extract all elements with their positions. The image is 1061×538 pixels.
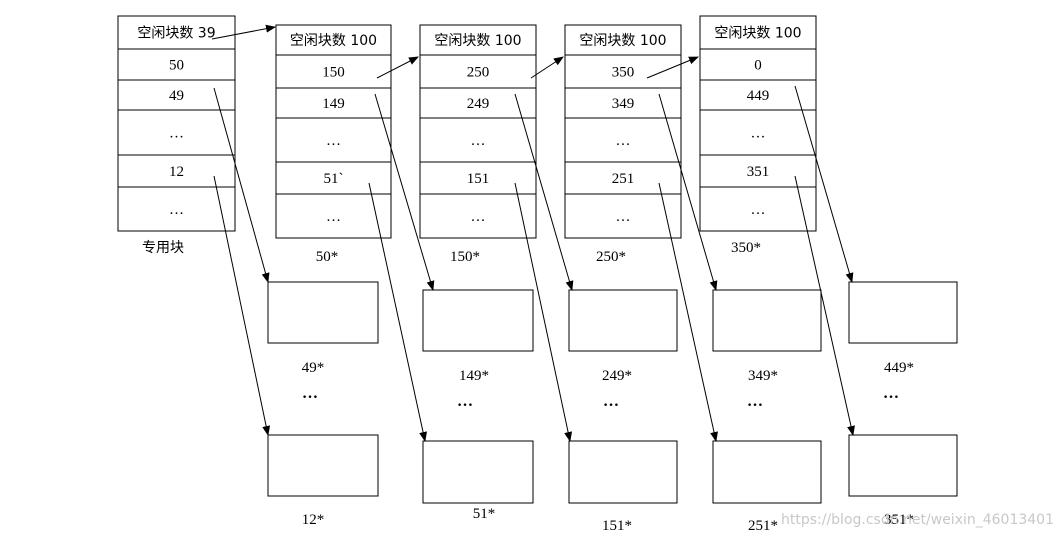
table-cell: 150 [322, 65, 345, 81]
table-cell: … [471, 209, 486, 225]
ellipsis-mark: … [883, 385, 899, 402]
table-cell: 351 [747, 164, 770, 180]
data-block-upper [267, 281, 379, 344]
data-block-label: 351* [884, 512, 914, 528]
table-cell: 50 [169, 58, 184, 74]
data-block-label: 349* [748, 368, 778, 384]
ellipsis-mark: … [747, 393, 763, 410]
table-cell: 449 [747, 88, 770, 104]
data-block-lower [848, 434, 958, 497]
ellipsis-mark: … [302, 385, 318, 402]
data-block-upper [422, 289, 534, 352]
data-block-upper [712, 289, 822, 352]
free-block-table-3: 空闲块数 100 250 249 … 151 … [419, 24, 537, 239]
data-block-lower [267, 434, 379, 497]
free-count-header: 空闲块数 100 [579, 33, 666, 49]
pointer-arrow [514, 93, 574, 291]
pointer-arrow [368, 182, 427, 442]
table-cell: 49 [169, 88, 184, 104]
free-block-table-1: 空闲块数 39 50 49 … 12 … [117, 15, 236, 232]
pointer-arrow [530, 56, 564, 79]
table-cell: 51` [324, 171, 344, 187]
pointer-arrow [374, 93, 435, 291]
data-block-label: 151* [602, 518, 632, 534]
free-count-header: 空闲块数 100 [290, 33, 377, 49]
data-block-label: 149* [459, 368, 489, 384]
data-block-label: 49* [302, 360, 325, 376]
data-block-label: 251* [748, 518, 778, 534]
table-cell: 349 [612, 96, 635, 112]
table-cell: 12 [169, 164, 184, 180]
data-block-label: 449* [884, 360, 914, 376]
data-block-label: 249* [602, 368, 632, 384]
watermark: https://blog.csdn.net/weixin_46013401 [781, 512, 1054, 528]
ellipsis-mark: … [603, 393, 619, 410]
ellipsis-mark: … [457, 393, 473, 410]
data-block-upper [848, 281, 958, 344]
data-block-lower [422, 440, 534, 504]
pointer-arrow [514, 182, 573, 442]
table-cell: 251 [612, 171, 635, 187]
block-number-label: 150* [450, 249, 480, 265]
table-cell: … [616, 209, 631, 225]
table-cell: … [326, 209, 341, 225]
pointer-arrow [646, 56, 699, 79]
table-cell: 350 [612, 65, 635, 81]
block-number-label: 50* [316, 249, 339, 265]
free-block-table-2: 空闲块数 100 150 149 … 51` … [275, 24, 392, 239]
table-cell: … [326, 133, 341, 149]
pointer-arrow [794, 85, 854, 283]
free-block-table-4: 空闲块数 100 350 349 … 251 … [564, 24, 682, 239]
table-cell: … [751, 202, 766, 218]
free-count-header: 空闲块数 39 [137, 26, 215, 42]
table-cell: 0 [754, 58, 762, 74]
table-cell: … [471, 133, 486, 149]
data-block-upper [568, 289, 678, 352]
table-frame [275, 24, 392, 239]
table-cell: … [169, 126, 184, 142]
pointer-arrow [211, 24, 276, 40]
data-block-label: 51* [473, 506, 496, 522]
table-cell: 249 [467, 96, 490, 112]
pointer-arrow [658, 182, 718, 442]
data-block-label: 12* [302, 512, 325, 528]
free-block-table-5: 空闲块数 100 0 449 … 351 … [699, 15, 817, 232]
pointer-arrow [794, 175, 855, 436]
table-frame [117, 15, 236, 232]
table-cell: 250 [467, 65, 490, 81]
table-frame [419, 24, 537, 239]
data-block-lower [712, 440, 822, 504]
data-block-lower [568, 440, 678, 504]
table-frame [699, 15, 817, 232]
table-cell: … [616, 133, 631, 149]
pointer-arrow [376, 56, 419, 79]
pointer-arrow [658, 93, 718, 291]
pointer-arrow [213, 87, 270, 283]
block-number-label: 250* [596, 249, 626, 265]
block-number-label: 350* [731, 240, 761, 256]
table-frame [564, 24, 682, 239]
special-block-label: 专用块 [142, 240, 184, 256]
free-count-header: 空闲块数 100 [434, 33, 521, 49]
table-cell: … [751, 126, 766, 142]
pointer-arrow [213, 175, 271, 436]
table-cell: 149 [322, 96, 345, 112]
free-count-header: 空闲块数 100 [714, 26, 801, 42]
table-cell: … [169, 202, 184, 218]
table-cell: 151 [467, 171, 490, 187]
